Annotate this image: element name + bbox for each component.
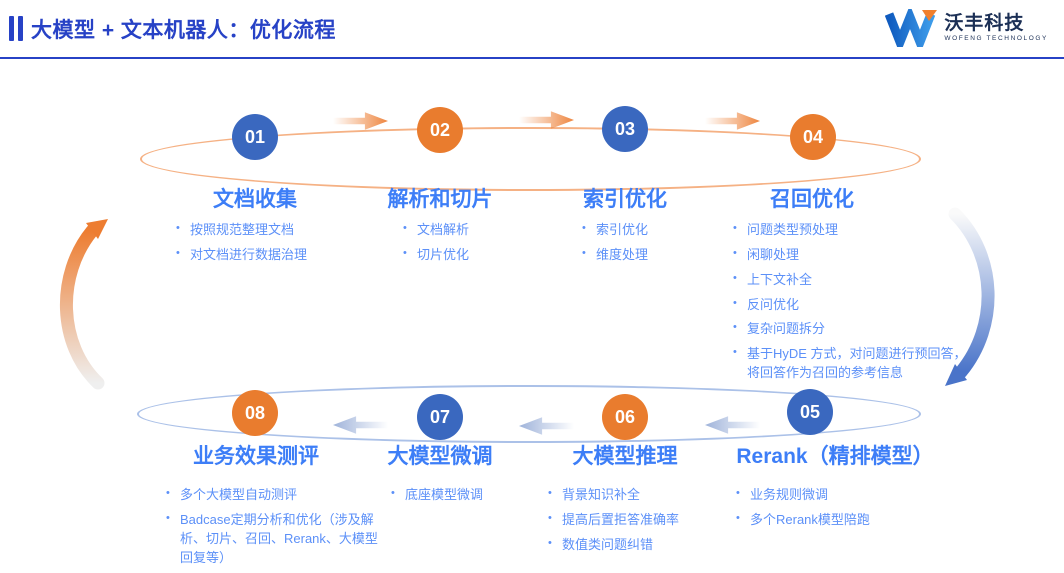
bullet-item: 索引优化 — [582, 221, 747, 240]
step-03-number-badge: 03 — [602, 106, 648, 152]
step-07-bullets: 底座模型微调 — [391, 486, 576, 511]
flow-arrow-right-icon — [705, 112, 760, 130]
swoosh-up-arrow-icon — [60, 219, 108, 390]
bottom-orbit-ellipse — [137, 385, 921, 443]
step-01-bullets: 按照规范整理文档对文档进行数据治理 — [176, 221, 376, 271]
title-bars-icon — [9, 16, 23, 41]
bullet-item: 维度处理 — [582, 246, 747, 265]
step-08-bullets: 多个大模型自动测评 Badcase定期分析和优化（涉及解析、切片、召回、Reran… — [166, 486, 384, 573]
bullet-item: 背景知识补全 — [548, 486, 753, 505]
step-08-number-badge: 08 — [232, 390, 278, 436]
step-04-title: 召回优化 — [770, 188, 854, 211]
step-05-number-badge: 05 — [787, 389, 833, 435]
step-04-bullets: 问题类型预处理闲聊处理上下文补全反问优化复杂问题拆分基于HyDE 方式，对问题进… — [733, 221, 971, 389]
step-06-bullets: 背景知识补全提高后置拒答准确率数值类问题纠错 — [548, 486, 753, 561]
flow-arrow-right-icon — [333, 112, 388, 130]
step-08-title: 业务效果测评 — [193, 445, 319, 468]
top-orbit-ellipse — [140, 127, 921, 191]
logo-subtitle: WOFENG TECHNOLOGY — [944, 34, 1048, 42]
step-02-title: 解析和切片 — [387, 188, 493, 211]
bullet-item: 文档解析 — [403, 221, 568, 240]
bullet-item: 基于HyDE 方式，对问题进行预回答，将回答作为召回的参考信息 — [733, 345, 971, 383]
page-title: 大模型 + 文本机器人：优化流程 — [31, 18, 336, 42]
logo-name: 沃丰科技 — [944, 12, 1025, 34]
bullet-item: 复杂问题拆分 — [733, 320, 971, 339]
step-07-title: 大模型微调 — [387, 445, 493, 468]
step-03-title: 索引优化 — [583, 188, 667, 211]
bullet-item: 闲聊处理 — [733, 246, 971, 265]
step-02-bullets: 文档解析切片优化 — [403, 221, 568, 271]
bullet-item: 上下文补全 — [733, 271, 971, 290]
company-logo: 沃丰科技 WOFENG TECHNOLOGY — [885, 9, 1048, 47]
step-01-number-badge: 01 — [232, 114, 278, 160]
bullet-item: 切片优化 — [403, 246, 568, 265]
bullet-item: 多个Rerank模型陪跑 — [736, 511, 961, 530]
bullet-item: 底座模型微调 — [391, 486, 576, 505]
step-05-title: Rerank（精排模型） — [736, 445, 934, 468]
bullet-item: 问题类型预处理 — [733, 221, 971, 240]
bullet-item: 数值类问题纠错 — [548, 536, 753, 555]
bullet-item: 多个大模型自动测评 — [166, 486, 384, 505]
bullet-item: 反问优化 — [733, 296, 971, 315]
step-05-bullets: 业务规则微调多个Rerank模型陪跑 — [736, 486, 961, 536]
bullet-item: 提高后置拒答准确率 — [548, 511, 753, 530]
step-06-number-badge: 06 — [602, 394, 648, 440]
step-04-number-badge: 04 — [790, 114, 836, 160]
header: 大模型 + 文本机器人：优化流程 沃丰科技 WOFENG TECHNOLOGY — [0, 0, 1064, 59]
step-07-number-badge: 07 — [417, 394, 463, 440]
bullet-item: 按照规范整理文档 — [176, 221, 376, 240]
step-06-title: 大模型推理 — [572, 445, 678, 468]
bullet-item: 业务规则微调 — [736, 486, 961, 505]
bullet-item: Badcase定期分析和优化（涉及解析、切片、召回、Rerank、大模型回复等） — [166, 511, 384, 568]
bullet-item: 对文档进行数据治理 — [176, 246, 376, 265]
step-03-bullets: 索引优化维度处理 — [582, 221, 747, 271]
step-01-title: 文档收集 — [213, 188, 297, 211]
step-02-number-badge: 02 — [417, 107, 463, 153]
wofeng-logo-icon — [885, 9, 938, 47]
